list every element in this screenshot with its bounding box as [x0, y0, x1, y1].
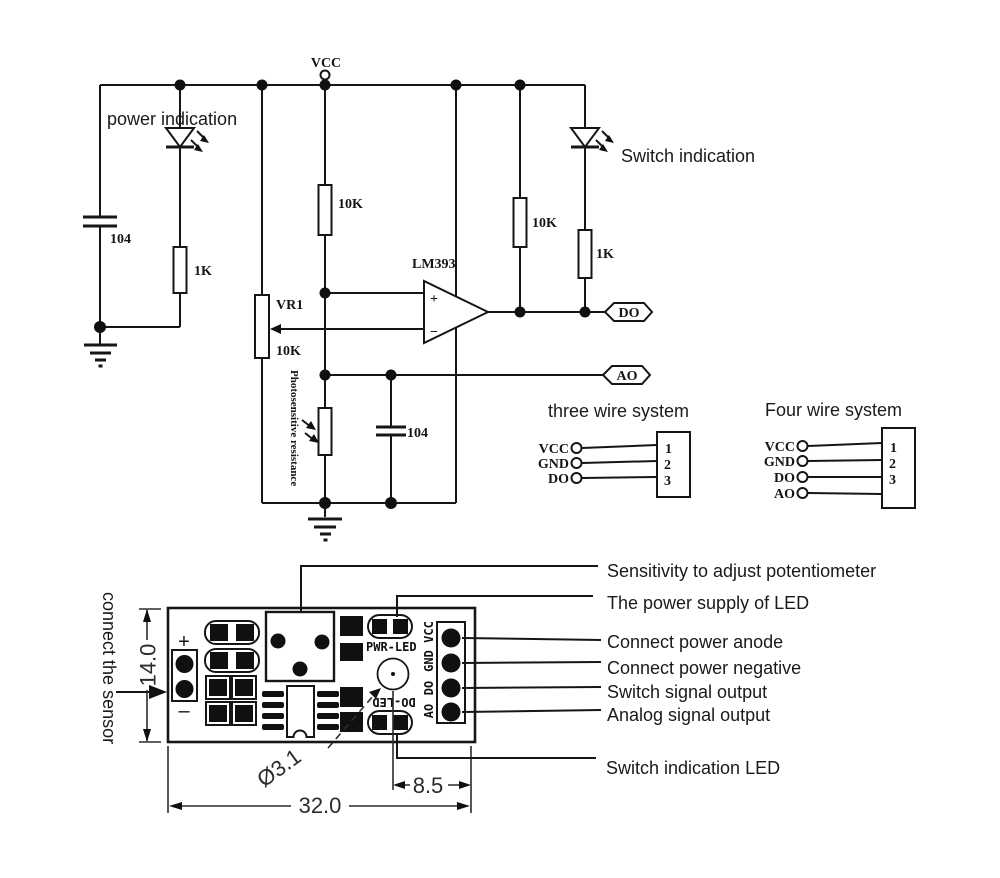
vcc-terminal: VCC [311, 56, 341, 81]
annotation-power-negative: Connect power negative [607, 658, 801, 678]
leader-analog-output [461, 709, 602, 713]
header-pin-do-label: DO [422, 681, 436, 695]
plus-sign: + [178, 631, 190, 653]
leader-power-supply-led [396, 595, 593, 617]
annotation-leaders [300, 565, 602, 759]
comparator-plus-sign: + [430, 292, 438, 307]
three-wire-num-2: 2 [664, 458, 671, 473]
annotation-power-supply-led: The power supply of LED [607, 593, 809, 613]
resistor-1k-right-value: 1K [596, 247, 614, 262]
schematic-wires [99, 84, 605, 517]
dim-height-value: 14.0 [136, 644, 161, 687]
annotation-potentiometer: Sensitivity to adjust potentiometer [607, 561, 876, 581]
comparator-minus-sign: − [430, 325, 438, 340]
resistor-1k-left-value: 1K [194, 264, 212, 279]
capacitor-mid: 104 [376, 425, 428, 441]
comparator-lm393: LM393 + − [412, 257, 491, 345]
vcc-terminal-circle [319, 69, 331, 81]
pcb-board: + – [99, 592, 477, 818]
connect-sensor: connect the sensor [99, 592, 167, 744]
four-wire-title: Four wire system [765, 400, 902, 420]
vcc-label: VCC [311, 56, 341, 71]
junction-dots [94, 79, 591, 509]
hole-diameter-value: Ø3.1 [252, 744, 305, 792]
resistor-10k-mid-value: 10K [338, 197, 363, 212]
switch-indication-label: Switch indication [621, 146, 755, 166]
four-wire-pin-gnd: GND [764, 455, 795, 470]
left-pad-grid [204, 620, 260, 726]
leader-potentiometer [300, 565, 598, 612]
leader-switch-led [396, 733, 596, 759]
three-wire-pin-gnd: GND [538, 457, 569, 472]
leader-switch-output [461, 686, 602, 689]
four-wire-pin-ao: AO [774, 487, 795, 502]
left-branch-wire [99, 85, 181, 345]
dim-hole-offset-value: 8.5 [413, 773, 444, 798]
capacitor-mid-value: 104 [407, 426, 428, 441]
resistor-1k-left: 1K [172, 246, 212, 294]
power-indication-label: power indication [107, 109, 237, 129]
resistor-1k-right: 1K [577, 229, 614, 279]
vr1-name: VR1 [276, 298, 303, 313]
annotation-analog-output: Analog signal output [607, 705, 770, 725]
resistor-10k-mid: 10K [317, 184, 363, 236]
header-pin-gnd-label: GND [422, 650, 436, 672]
dim-width: 32.0 [167, 746, 472, 818]
four-wire-num-3: 3 [889, 473, 896, 488]
minus-sign: – [178, 700, 190, 722]
three-wire-title: three wire system [548, 401, 689, 421]
resistor-10k-right-value: 10K [532, 216, 557, 231]
vr1-wiper-arrow [270, 324, 281, 334]
do-port: DO [603, 302, 654, 322]
three-wire-pin-vcc: VCC [539, 442, 569, 457]
four-wire-system: Four wire system VCC GND DO AO 1 2 3 [764, 400, 916, 509]
mounting-hole [376, 657, 410, 691]
annotation-power-anode: Connect power anode [607, 632, 783, 652]
three-wire-num-3: 3 [664, 474, 671, 489]
ldr-footprint [262, 685, 339, 738]
dim-hole-offset: 8.5 [392, 691, 471, 798]
vr1-value: 10K [276, 344, 301, 359]
comparator-label: LM393 [412, 257, 456, 272]
ao-port: AO [601, 365, 652, 385]
pwr-led-label: PWR-LED [366, 640, 417, 654]
resistor-10k-right: 10K [512, 197, 557, 248]
four-wire-num-1: 1 [890, 441, 897, 456]
ground-left [84, 343, 117, 368]
dim-width-value: 32.0 [299, 793, 342, 818]
three-wire-num-1: 1 [665, 442, 672, 457]
dim-height: 14.0 [136, 608, 161, 743]
three-wire-system: three wire system VCC GND DO 1 2 3 [538, 401, 691, 498]
header-pin-vcc-label: VCC [422, 621, 436, 643]
do-led-footprint: DO-LED [340, 687, 416, 735]
three-wire-pin-do: DO [548, 472, 569, 487]
four-wire-num-2: 2 [889, 457, 896, 472]
output-header: VCC GND DO AO [422, 621, 466, 724]
leader-negative [461, 661, 602, 664]
power-indication-led: power indication [107, 109, 237, 152]
capacitor-left: 104 [83, 215, 131, 247]
photoresistor-label: Photosensitive resistance [288, 370, 300, 486]
ao-port-label: AO [617, 369, 638, 384]
annotation-switch-led: Switch indication LED [606, 758, 780, 778]
annotation-labels: Sensitivity to adjust potentiometer The … [606, 561, 876, 778]
four-wire-pin-do: DO [774, 471, 795, 486]
annotation-switch-output: Switch signal output [607, 682, 767, 702]
header-pin-ao-label: AO [422, 704, 436, 718]
potentiometer-vr1: VR1 10K [254, 294, 303, 359]
photoresistor: Photosensitive resistance [288, 370, 333, 486]
capacitor-left-value: 104 [110, 232, 131, 247]
leader-anode [461, 637, 602, 641]
ground-mid [308, 517, 342, 542]
pwr-led-footprint: PWR-LED [340, 614, 417, 661]
four-wire-pin-vcc: VCC [765, 440, 795, 455]
do-port-label: DO [619, 306, 640, 321]
switch-indication-led: Switch indication [569, 127, 755, 166]
do-led-label: DO-LED [372, 695, 415, 709]
connect-sensor-label: connect the sensor [99, 592, 119, 744]
potentiometer-footprint [264, 610, 336, 683]
